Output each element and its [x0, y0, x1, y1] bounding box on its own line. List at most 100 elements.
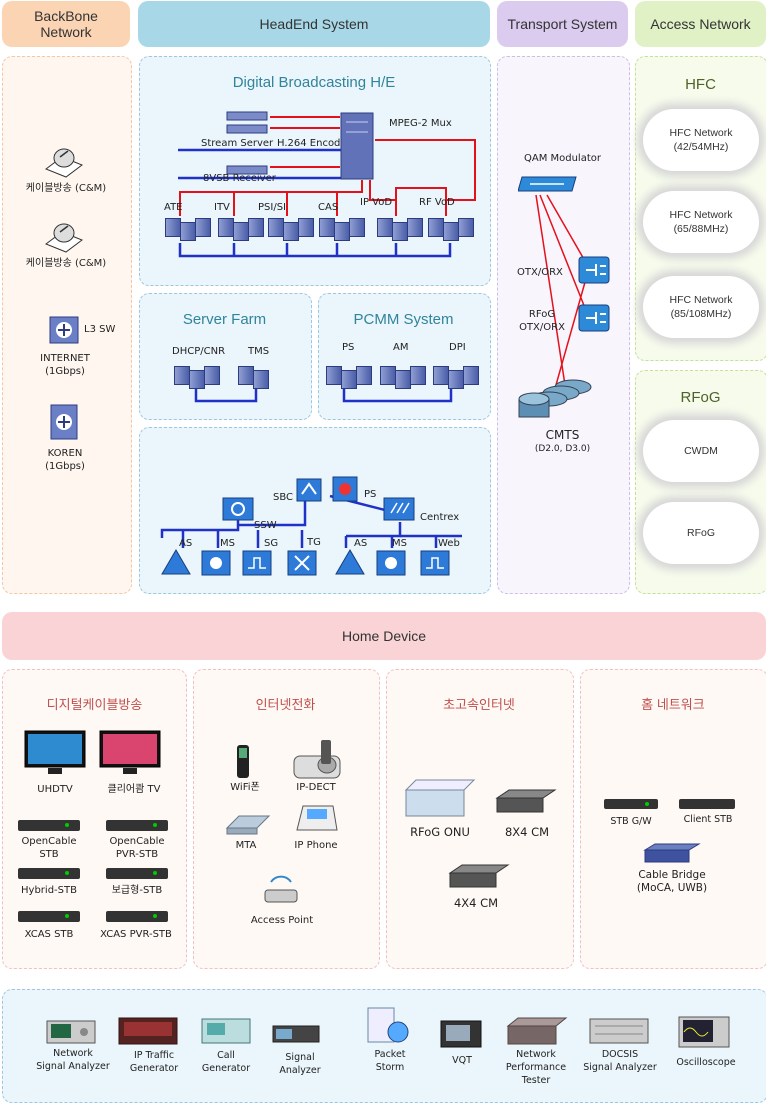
- rfog-onu-icon: [404, 776, 476, 824]
- centrex-label: Centrex: [420, 512, 460, 523]
- as-pyramid-icon: [160, 548, 192, 580]
- xcas-stb-label: XCAS STB: [24, 929, 74, 940]
- cmts-sub-label: (D2.0, D3.0): [534, 444, 591, 454]
- ip-phone-icon: [293, 800, 339, 842]
- stb-gw-label: STB G/W: [610, 816, 652, 827]
- cmts-icon: [515, 375, 595, 425]
- qam-modulator-icon: [517, 173, 580, 201]
- stb-icon: [105, 866, 171, 885]
- homenet-panel: [580, 669, 766, 969]
- rfvod-label: RF VoD: [419, 197, 455, 208]
- sg-label: SG: [264, 538, 279, 549]
- instrument-label-2: IP Traffic Generator: [129, 1050, 179, 1074]
- digital-he-panel: [139, 56, 491, 286]
- header-headend: HeadEnd System: [138, 1, 490, 47]
- ate-label: ATE: [164, 202, 183, 213]
- stb-icon: [17, 866, 83, 885]
- qam-label: QAM Modulator: [523, 153, 601, 164]
- clear-tv-label: 클리어쾀 TV: [107, 784, 161, 795]
- tg-icon: [287, 550, 319, 580]
- stb-icon: [17, 909, 83, 928]
- mta-label: MTA: [235, 840, 257, 851]
- wifi-phone-icon: [236, 744, 252, 784]
- otx-icon: [578, 256, 612, 288]
- dcable-title: 디지털케이블방송: [46, 697, 143, 712]
- backbone-cm2-label: 케이블방송 (C&M): [25, 258, 107, 269]
- access-point-icon: [261, 868, 301, 912]
- access-point-label: Access Point: [250, 915, 314, 926]
- client-stb-label: Client STB: [683, 814, 733, 825]
- hfc-network-1: HFC Network (42/54MHz): [643, 109, 759, 171]
- instrument-label-3: Call Generator: [201, 1050, 251, 1074]
- header-home: Home Device: [2, 612, 766, 660]
- as1-label: AS: [179, 538, 193, 549]
- server-farm-title: Server Farm: [182, 311, 267, 328]
- clear-tv-icon: [99, 730, 163, 780]
- cable-broadcast-icon: [42, 218, 86, 258]
- cable-broadcast-icon: [42, 143, 86, 183]
- hfc-network-2: HFC Network (65/88MHz): [643, 191, 759, 253]
- network-signal-analyzer-icon: [46, 1020, 98, 1050]
- itv-label: ITV: [214, 202, 230, 213]
- cable-bridge-icon: [643, 842, 701, 868]
- internet-label: INTERNET (1Gbps): [40, 353, 90, 377]
- cable-modem-8x4-icon: [493, 788, 559, 820]
- uhdtv-label: UHDTV: [37, 784, 73, 795]
- mux-icon: [340, 112, 376, 184]
- phone-title: 인터넷전화: [255, 697, 316, 712]
- koren-switch-icon: [50, 404, 78, 444]
- client-stb-icon: [678, 797, 738, 816]
- signal-analyzer-icon: [272, 1025, 322, 1049]
- tms-label: TMS: [248, 346, 270, 357]
- internet-title: 초고속인터넷: [443, 697, 515, 712]
- header-transport: Transport System: [497, 1, 628, 47]
- network-performance-tester-icon: [506, 1016, 568, 1050]
- cable-bridge-label: Cable Bridge (MoCA, UWB): [636, 869, 708, 894]
- sbc-label: SBC: [273, 492, 294, 503]
- rfog-title: RFoG: [680, 389, 721, 406]
- oscilloscope-icon: [678, 1016, 732, 1054]
- phone-panel: [193, 669, 380, 969]
- encoder-label: H.264 Encoder: [277, 138, 351, 149]
- ms-icon: [201, 550, 233, 580]
- cm-8x4-label: 8X4 CM: [504, 825, 550, 839]
- ms-icon: [376, 550, 408, 580]
- sbc-icon: [296, 478, 324, 508]
- pcmm-am-label: AM: [393, 342, 409, 353]
- instrument-label-9: Oscilloscope: [676, 1057, 736, 1068]
- docsis-signal-analyzer-icon: [589, 1018, 651, 1050]
- instrument-label-1: Network Signal Analyzer: [36, 1048, 110, 1072]
- mta-icon: [225, 810, 271, 840]
- pcmm-dpi-label: DPI: [449, 342, 466, 353]
- psisi-label: PSI/SI: [258, 202, 286, 213]
- tg-label: TG: [307, 537, 321, 548]
- sg-icon: [242, 550, 274, 580]
- hfc-network-3: HFC Network (85/108MHz): [643, 276, 759, 338]
- receiver-label: 8VSB Receiver: [203, 173, 276, 184]
- mux-label: MPEG-2 Mux: [389, 118, 452, 129]
- instrument-label-5: Packet Storm: [374, 1049, 406, 1073]
- packet-storm-icon: [364, 1006, 414, 1050]
- uhdtv-icon: [24, 730, 88, 780]
- web-icon: [420, 550, 452, 580]
- ps-switch-icon: [332, 476, 360, 508]
- header-access: Access Network: [635, 1, 766, 47]
- stb-icon: [17, 818, 83, 837]
- pcmm-title: PCMM System: [353, 311, 454, 328]
- web-label: Web: [438, 538, 460, 549]
- rfog-onu-label: RFoG ONU: [410, 825, 470, 839]
- receiver-icon: [226, 162, 272, 181]
- ip-phone-label: IP Phone: [294, 840, 338, 851]
- otx-label: OTX/ORX: [517, 267, 563, 278]
- l3sw-label: L3 SW: [84, 324, 116, 335]
- wifi-phone-label: WiFi폰: [230, 782, 260, 793]
- dhcp-label: DHCP/CNR: [172, 346, 226, 357]
- ssw-label: SSW: [254, 520, 277, 531]
- hfc-title: HFC: [685, 76, 716, 93]
- call-generator-icon: [201, 1018, 253, 1050]
- ssw-icon: [222, 497, 256, 527]
- vqt-icon: [440, 1020, 484, 1054]
- pcmm-panel: [318, 293, 491, 420]
- cable-modem-4x4-icon: [446, 863, 512, 895]
